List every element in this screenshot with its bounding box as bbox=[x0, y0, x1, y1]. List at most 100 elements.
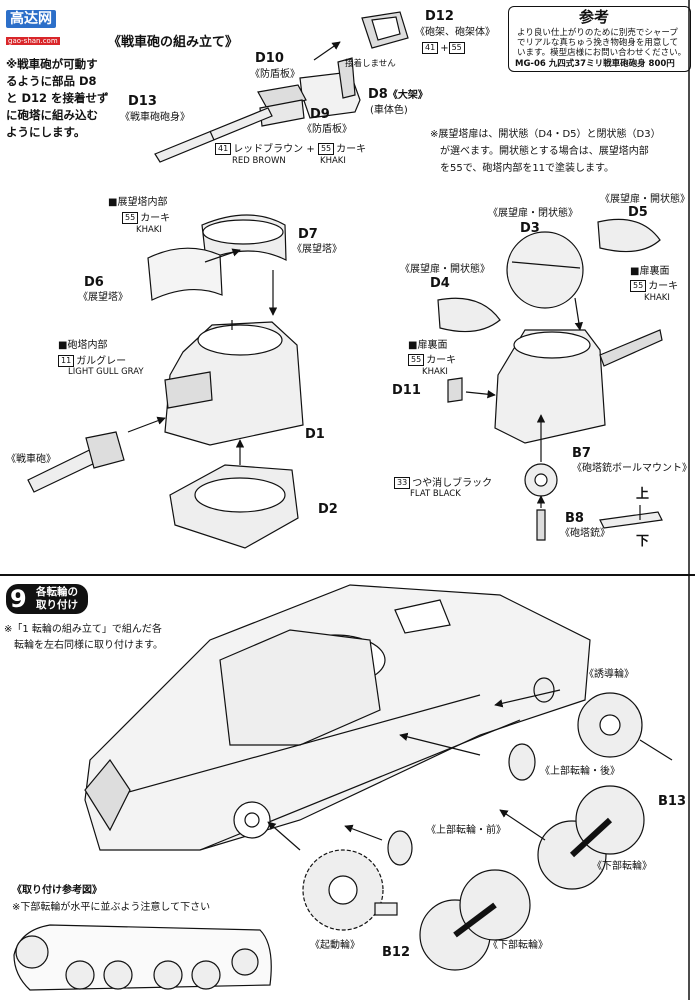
reference-box: 参考 より良い仕上がりのために別売でシャープ でリアルな真ちゅう挽き物砲身を用意… bbox=[508, 6, 691, 72]
label-d6: D6 bbox=[84, 275, 104, 290]
paint-en: FLAT BLACK bbox=[410, 489, 461, 499]
label-d5-desc: 《展望扉・開状態》 bbox=[600, 194, 690, 205]
reference-title: 参考 bbox=[579, 8, 610, 26]
paint-en: KHAKI bbox=[320, 156, 346, 166]
logo-text: 高达网 bbox=[6, 10, 56, 28]
reference-line: より良い仕上がりのために別売でシャープ bbox=[517, 28, 678, 38]
reference-side-view bbox=[13, 924, 272, 991]
label-d13: D13 bbox=[128, 94, 157, 109]
label-sprocket: 《起動輪》 bbox=[310, 940, 360, 951]
label-d10-desc: 《防盾板》 bbox=[250, 69, 300, 80]
note-line: と D12 を接着せず bbox=[6, 91, 109, 105]
label-idler: 《誘導輪》 bbox=[584, 669, 634, 680]
label-d13-desc: 《戦車砲砲身》 bbox=[120, 112, 190, 123]
label-d7-desc: 《展望塔》 bbox=[292, 244, 342, 255]
note-line: ようにします。 bbox=[6, 125, 86, 139]
d1-turret-part bbox=[164, 320, 304, 446]
paint-code: 41 bbox=[422, 42, 439, 54]
d8-desc: 《大架》 bbox=[387, 90, 428, 101]
paint-name: レッドブラウン bbox=[233, 144, 304, 155]
label-no-glue: 接着しません bbox=[345, 59, 396, 69]
label-d4: D4 bbox=[430, 276, 450, 291]
label-d5: D5 bbox=[628, 205, 648, 220]
label-d8: D8《大架》 bbox=[368, 87, 428, 103]
label-d12-desc: 《砲架、砲架体》 bbox=[415, 27, 495, 38]
label-upper-front: 《上部転輪・前》 bbox=[426, 825, 506, 836]
paint-plus: + bbox=[306, 144, 315, 155]
section9-note: ※「1 転輪の組み立て」で組んだ各 bbox=[4, 624, 162, 635]
logo-sub: gao-shan.com bbox=[6, 37, 60, 45]
label-d11: D11 bbox=[392, 383, 421, 398]
paint-name: カーキ bbox=[426, 355, 457, 366]
label-d9: D9 bbox=[310, 107, 330, 122]
label-d10: D10 bbox=[255, 51, 284, 66]
section9-note: 転輪を左右同様に取り付けます。 bbox=[14, 640, 163, 651]
label-d9-desc: 《防盾板》 bbox=[302, 124, 352, 135]
reference-line: います。模型店様にお問い合わせください。 bbox=[517, 48, 687, 58]
cupola-inner-head: ■展望塔内部 bbox=[108, 197, 168, 208]
hatch-back-head: ■扉裏面 bbox=[630, 266, 670, 277]
watermark-logo: 高达网 gao-shan.com bbox=[6, 8, 60, 47]
paint-code: 55 bbox=[122, 212, 139, 224]
label-d3-desc: 《展望扉・閉状態》 bbox=[488, 208, 578, 219]
label-b7-desc: 《砲塔銃ボールマウント》 bbox=[572, 463, 692, 474]
paint-en: KHAKI bbox=[422, 367, 448, 377]
paint-name: カーキ bbox=[336, 144, 367, 155]
note-line: を55で、砲塔内部を11で塗装します。 bbox=[440, 163, 615, 174]
note-line: が選べます。開状態とする場合は、展望塔内部 bbox=[440, 146, 649, 157]
reference-view-note: ※下部転輪が水平に並ぶよう注意して下さい bbox=[12, 902, 211, 913]
label-d4-desc: 《展望扉・開状態》 bbox=[400, 264, 490, 275]
paint-code: 11 bbox=[58, 355, 75, 367]
paint-name: カーキ bbox=[140, 213, 171, 224]
label-b12: B12 bbox=[382, 945, 410, 960]
reference-line: でリアルな真ちゅう挽き物砲身を用意して bbox=[517, 38, 679, 48]
turret-assembly-right bbox=[494, 329, 663, 444]
note-line: ※戦車砲が可動す bbox=[6, 57, 98, 71]
label-lower-wheel: 《下部転輪》 bbox=[488, 940, 548, 951]
step-badge: 9 各転輪の 取り付け bbox=[6, 584, 88, 614]
label-upper-rear: 《上部転輪・後》 bbox=[540, 766, 620, 777]
label-down: 下 bbox=[636, 534, 650, 549]
hatch-note: ※展望塔扉は、開状態（D4・D5）と閉状態（D3） が選べます。開状態とする場合… bbox=[430, 126, 661, 177]
step-number: 9 bbox=[10, 585, 27, 613]
paint-name: カーキ bbox=[648, 281, 679, 292]
reference-view-title: 《取り付け参考図》 bbox=[12, 885, 102, 896]
label-d3: D3 bbox=[520, 221, 540, 236]
label-lower-wheel: 《下部転輪》 bbox=[592, 861, 652, 872]
label-b8-desc: 《砲塔銃》 bbox=[560, 528, 610, 539]
paint-name: ガルグレー bbox=[76, 356, 127, 367]
paint-name: つや消しブラック bbox=[412, 478, 493, 489]
label-d7: D7 bbox=[298, 227, 318, 242]
section8-title: 《戦車砲の組み立て》 bbox=[108, 35, 239, 50]
label-b7: B7 bbox=[572, 446, 591, 461]
gun-movement-note: ※戦車砲が可動す るように部品 D8 と D12 を接着せず に砲塔に組み込む … bbox=[6, 56, 109, 141]
label-d1: D1 bbox=[305, 427, 325, 442]
paint-code: 41 bbox=[215, 143, 232, 155]
paint-code: 33 bbox=[394, 477, 411, 489]
tank-hull-drawing bbox=[84, 584, 591, 851]
d12-gun-mount-part bbox=[361, 11, 409, 49]
label-d12-paint: 41+55 bbox=[422, 42, 467, 55]
note-line: ※展望塔扉は、開状態（D4・D5）と閉状態（D3） bbox=[430, 129, 661, 140]
reference-product: MG-06 九四式37ミリ戦車砲砲身 800円 bbox=[515, 59, 675, 69]
d8-code: D8 bbox=[368, 87, 388, 102]
label-d8-sub: (車体色) bbox=[370, 105, 408, 116]
turret-inner-head: ■砲塔内部 bbox=[58, 340, 108, 351]
label-d12: D12 bbox=[425, 9, 454, 24]
paint-en: RED BROWN bbox=[232, 156, 286, 166]
paint-code: 55 bbox=[448, 42, 465, 54]
step-title: 各転輪の bbox=[36, 586, 78, 598]
label-b13: B13 bbox=[658, 794, 686, 809]
label-b8: B8 bbox=[565, 511, 584, 526]
paint-code: 55 bbox=[630, 280, 647, 292]
step-title: 取り付け bbox=[36, 599, 78, 611]
label-gun: 《戦車砲》 bbox=[6, 454, 56, 465]
label-d2: D2 bbox=[318, 502, 338, 517]
note-line: るように部品 D8 bbox=[6, 74, 97, 88]
